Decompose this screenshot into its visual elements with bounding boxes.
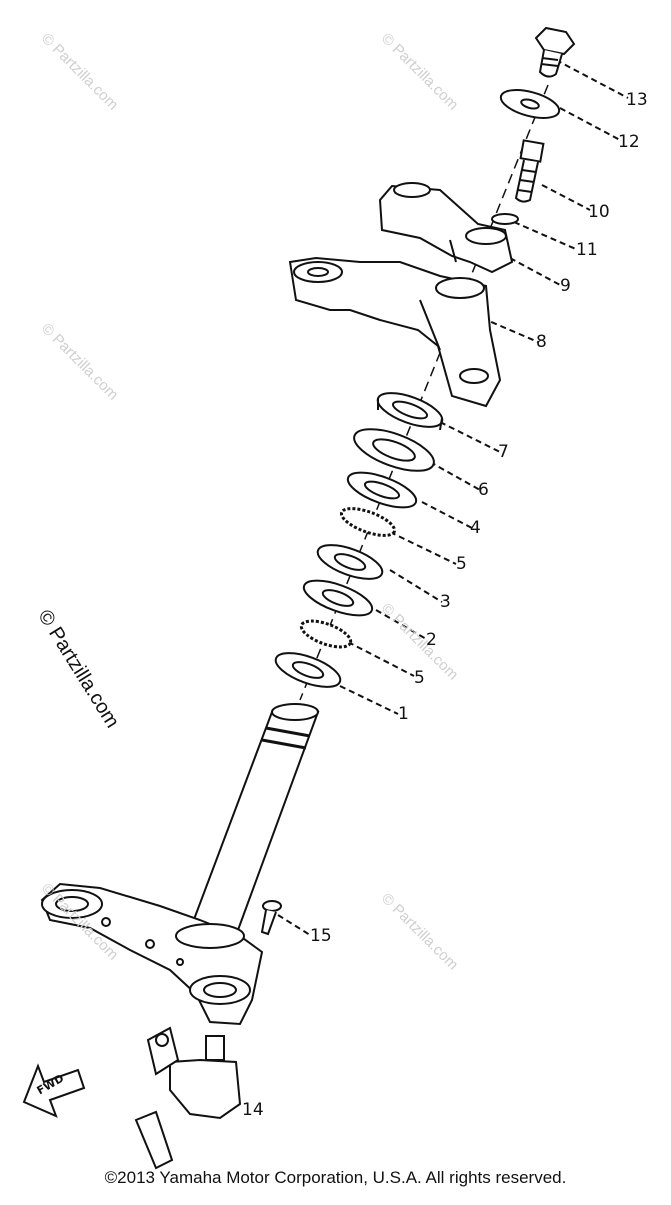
- callout-9: 9: [560, 276, 571, 296]
- callout-5-lower: 5: [414, 668, 425, 688]
- leader-3: [389, 569, 443, 603]
- part-10-bolt: [514, 139, 545, 203]
- leader-5b: [347, 641, 415, 677]
- leader-9: [509, 257, 563, 287]
- callout-15: 15: [310, 926, 332, 946]
- part-15-screw: [260, 900, 282, 936]
- part-6-cover: [353, 428, 435, 472]
- under-bracket: [40, 882, 264, 1026]
- callout-1: 1: [398, 704, 409, 724]
- leader-15: [277, 914, 311, 936]
- part-5-steel-balls-lower: [299, 619, 353, 649]
- leader-11: [513, 221, 579, 251]
- callout-3: 3: [440, 592, 451, 612]
- part-13-bolt: [534, 26, 576, 78]
- fwd-arrow-icon: [22, 1063, 86, 1118]
- part-8-upper-bracket: [288, 256, 502, 408]
- callout-2: 2: [426, 630, 437, 650]
- part-14-steering-lock: [134, 1026, 242, 1170]
- callout-5-upper: 5: [456, 554, 467, 574]
- part-1-seal: [274, 652, 342, 688]
- leader-6: [429, 461, 481, 491]
- leader-2: [375, 609, 429, 641]
- part-7-ring-nut: [376, 392, 444, 431]
- leader-8: [481, 317, 539, 343]
- copyright-notice: ©2013 Yamaha Motor Corporation, U.S.A. A…: [104, 1168, 567, 1187]
- part-11-lock-washer: [491, 213, 519, 225]
- callout-6: 6: [478, 480, 489, 500]
- leader-5a: [389, 531, 457, 565]
- part-12-washer: [499, 89, 561, 119]
- callout-13: 13: [626, 90, 648, 110]
- callout-14: 14: [242, 1100, 264, 1120]
- part-9-handlebar-holder: [378, 182, 514, 274]
- part-3-ball-race: [316, 544, 384, 580]
- callout-8: 8: [536, 332, 547, 352]
- leader-1: [339, 685, 399, 715]
- part-4-ball-race: [346, 471, 418, 509]
- callout-11: 11: [576, 240, 598, 260]
- callout-7: 7: [498, 442, 509, 462]
- leader-10: [541, 184, 591, 211]
- steering-stem-tube: [188, 703, 320, 931]
- leader-7: [439, 421, 501, 453]
- part-2-ball-race: [302, 579, 374, 617]
- leader-12: [559, 107, 621, 141]
- leader-4: [421, 501, 473, 529]
- callout-4: 4: [470, 518, 481, 538]
- leader-13: [555, 59, 629, 99]
- callout-12: 12: [618, 132, 640, 152]
- part-5-steel-balls-upper: [339, 507, 397, 537]
- callout-10: 10: [588, 202, 610, 222]
